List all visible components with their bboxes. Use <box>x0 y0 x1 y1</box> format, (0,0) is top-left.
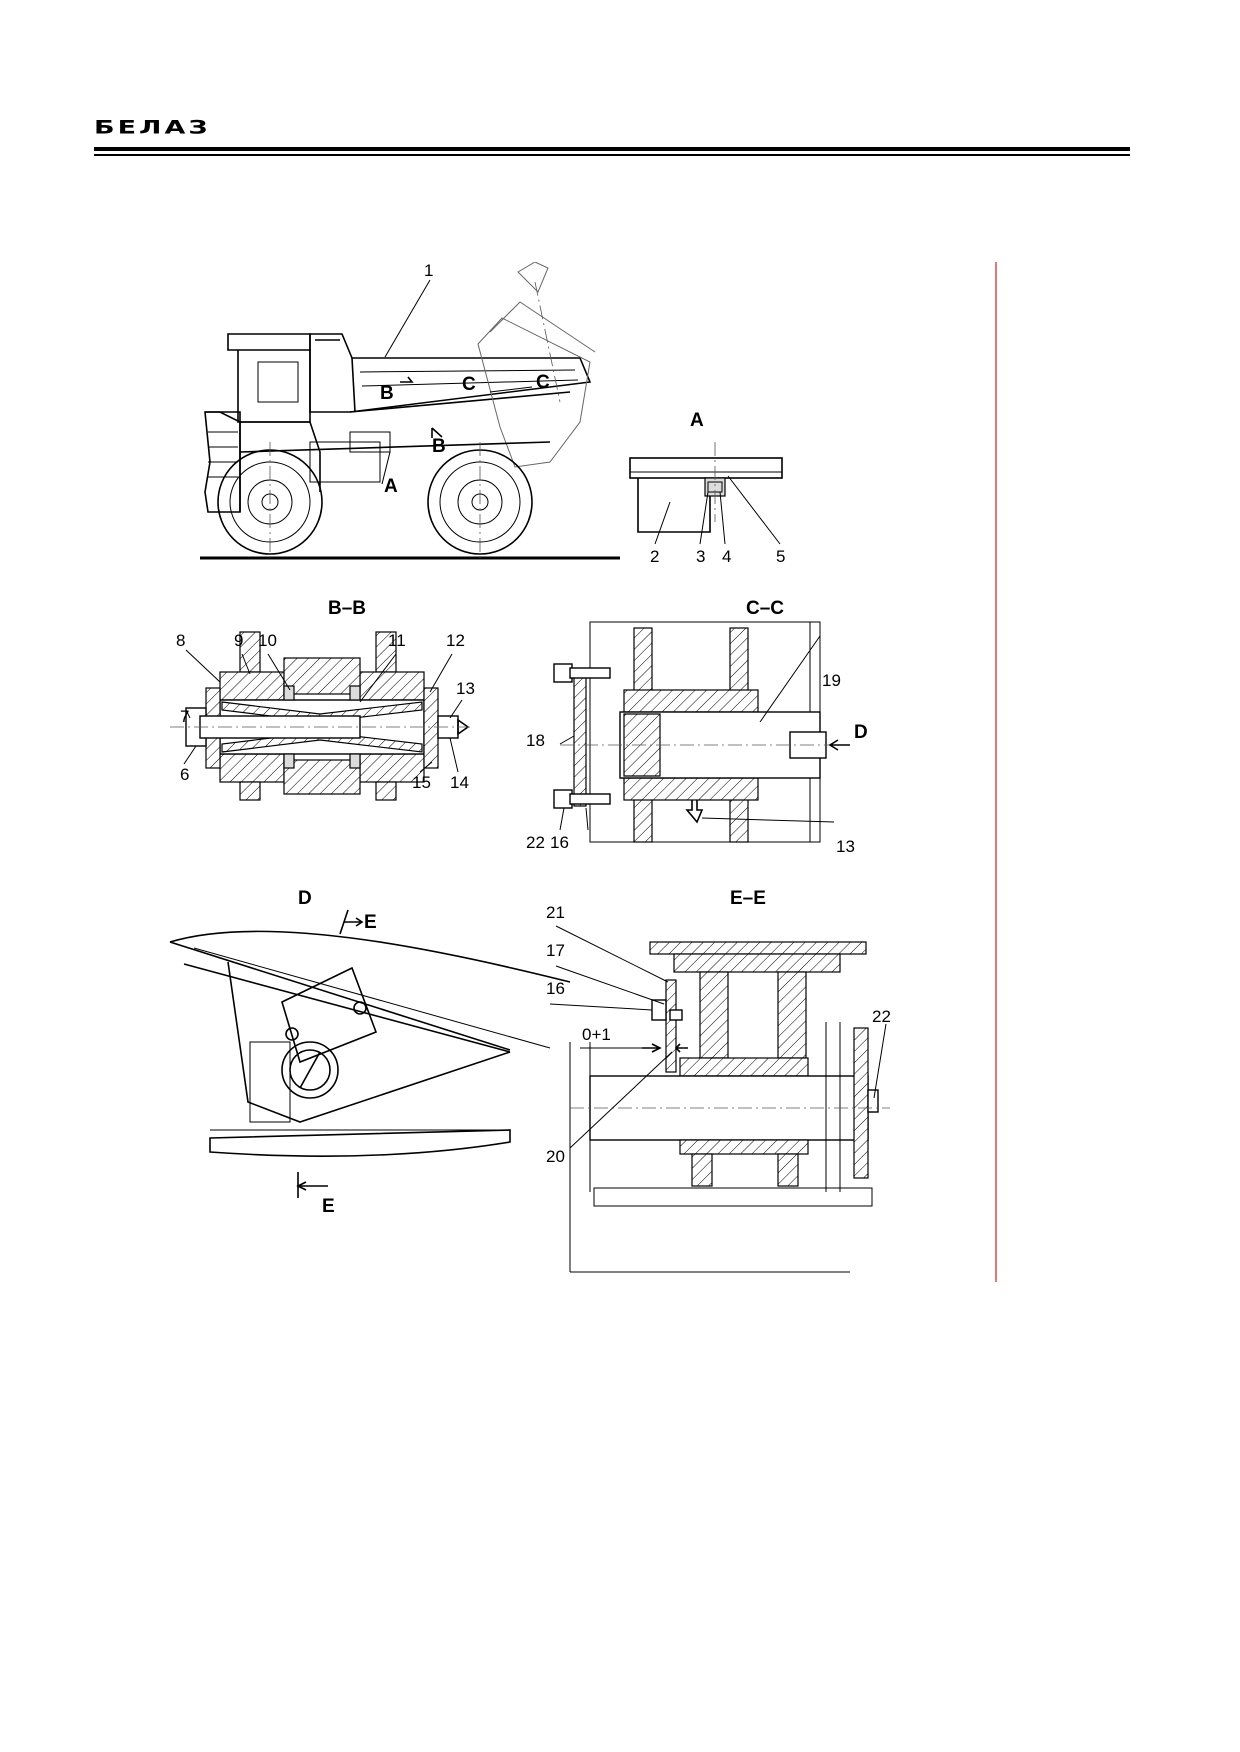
callout-22-ee: 22 <box>872 1007 891 1026</box>
callout-13-bb: 13 <box>456 679 475 698</box>
callout-7: 7 <box>180 707 189 726</box>
main-label-c-right: C <box>536 372 550 393</box>
callout-9: 9 <box>234 631 243 650</box>
callout-2: 2 <box>650 547 659 566</box>
detail-a-drawing <box>629 442 783 545</box>
view-d-title: D <box>298 888 312 909</box>
callout-6: 6 <box>180 765 189 784</box>
callout-5: 5 <box>776 547 785 566</box>
callout-20: 20 <box>546 1147 565 1166</box>
main-label-c-left: C <box>462 374 476 395</box>
callout-18: 18 <box>526 731 545 750</box>
arrow-d-label: D <box>854 722 868 743</box>
technical-drawing: 1 B B C C A A 2 3 4 5 B–B <box>150 262 1002 1282</box>
arrow-e-bottom-label: E <box>322 1196 335 1217</box>
section-cc-drawing <box>553 621 850 843</box>
main-label-b-lower: B <box>432 436 446 457</box>
header-rule-thin <box>94 154 1130 156</box>
truck-side-view <box>200 262 620 562</box>
tolerance-label: 0+1 <box>582 1025 611 1044</box>
view-d-drawing <box>169 909 571 1198</box>
callout-14: 14 <box>450 773 469 792</box>
callout-10: 10 <box>258 631 277 650</box>
callout-12: 12 <box>446 631 465 650</box>
callout-16-cc: 16 <box>550 833 569 852</box>
callout-19: 19 <box>822 671 841 690</box>
callout-17: 17 <box>546 941 565 960</box>
main-label-a: A <box>384 476 398 497</box>
view-a-title: A <box>690 410 704 431</box>
callout-16-ee: 16 <box>546 979 565 998</box>
callout-1: 1 <box>424 262 433 280</box>
callout-15: 15 <box>412 773 431 792</box>
callout-11: 11 <box>388 631 406 650</box>
section-cc-title: C–C <box>746 598 784 619</box>
callout-4: 4 <box>722 547 731 566</box>
arrow-e-top-label: E <box>364 912 377 933</box>
section-ee-title: E–E <box>730 888 766 909</box>
header-rule-thick <box>94 147 1130 151</box>
callout-8: 8 <box>176 631 185 650</box>
callout-3: 3 <box>696 547 705 566</box>
main-label-b-upper: B <box>380 383 394 404</box>
belaz-logo: БЕЛАЗ <box>94 116 211 139</box>
callout-13-cc: 13 <box>836 837 855 856</box>
callout-22-cc: 22 <box>526 833 545 852</box>
section-ee-drawing <box>549 925 890 1273</box>
section-bb-title: B–B <box>328 598 366 619</box>
section-bb-drawing <box>170 631 470 801</box>
callout-21: 21 <box>546 903 565 922</box>
